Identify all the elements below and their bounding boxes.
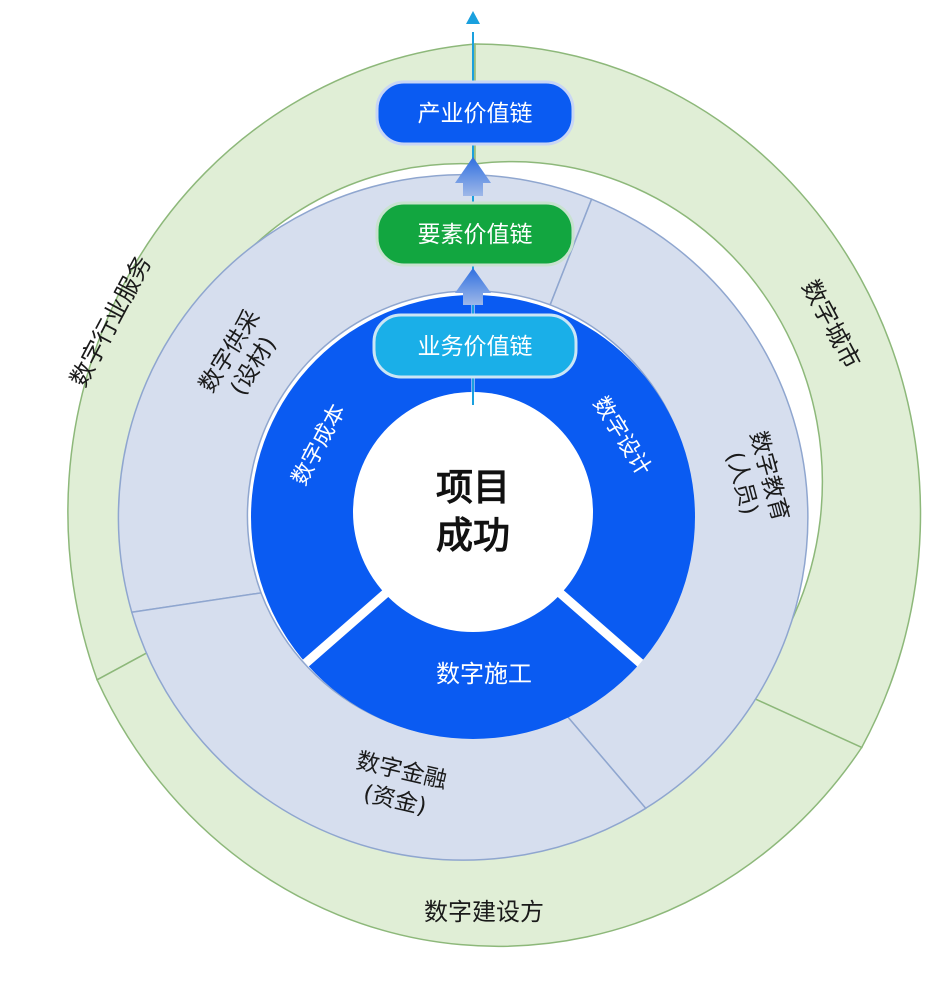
axis-arrowhead <box>466 11 480 24</box>
chevron-arrow-lower-icon <box>455 268 491 305</box>
pill-element-value-chain: 要素价值链 <box>375 201 575 267</box>
center-title-line2: 成功 <box>436 514 510 557</box>
center-circle: 项目 成功 <box>353 392 593 632</box>
center-title-line1: 项目 <box>436 466 510 509</box>
pill-business-label: 业务价值链 <box>418 334 533 360</box>
outer-label-digital-builder: 数字建设方 <box>424 898 544 926</box>
chevron-arrow-upper-icon <box>455 157 491 196</box>
pill-industry-value-chain: 产业价值链 <box>375 80 575 146</box>
pill-element-label: 要素价值链 <box>418 222 533 248</box>
pill-business-value-chain: 业务价值链 <box>372 313 578 379</box>
pill-industry-label: 产业价值链 <box>418 101 533 127</box>
inner-label-construction: 数字施工 <box>436 660 532 688</box>
